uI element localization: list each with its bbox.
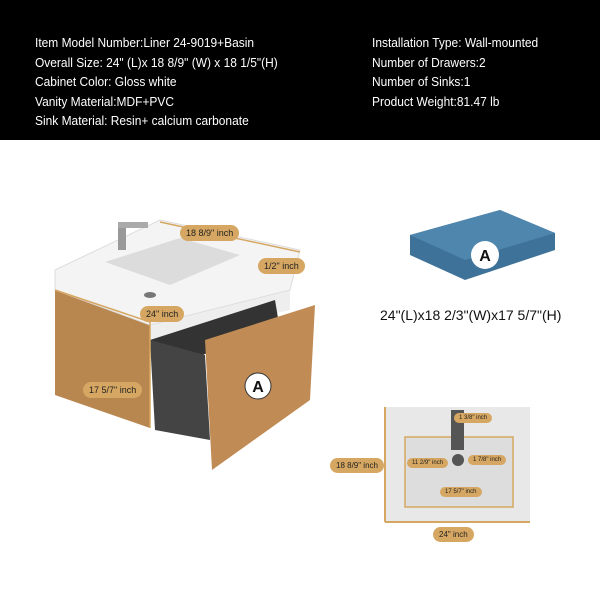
spec-weight: Product Weight:81.47 lb — [372, 93, 500, 109]
specs-header: Item Model Number:Liner 24-9019+Basin Ov… — [0, 0, 600, 140]
vanity-illustration: A — [54, 219, 315, 470]
spec-size: Overall Size: 24" (L)x 18 8/9" (W) x 18 … — [35, 54, 278, 70]
depth-label: 18 8/9" inch — [180, 225, 240, 241]
faucet-label: 1 3/8" inch — [454, 413, 493, 423]
spec-sinks: Number of Sinks:1 — [372, 74, 471, 89]
spec-drawers: Number of Drawers:2 — [372, 54, 486, 70]
top-width-label: 24" inch — [433, 527, 474, 542]
part-a-marker: A — [252, 379, 264, 396]
width-label: 24" inch — [140, 306, 185, 322]
part-a-dimensions: 24"(L)x18 2/3"(W)x17 5/7"(H) — [380, 307, 562, 323]
spec-sink-material: Sink Material: Resin+ calcium carbonate — [35, 113, 249, 128]
spec-material: Vanity Material:MDF+PVC — [35, 93, 175, 109]
part-a-illustration: A — [410, 210, 555, 280]
top-thickness-label: 1/2" inch — [258, 258, 305, 274]
top-depth-label: 18 8/9" inch — [330, 458, 384, 473]
part-a-letter: A — [479, 248, 491, 265]
top-view-illustration — [384, 407, 530, 523]
basin-depth-label: 11 2/9" inch — [407, 458, 449, 468]
basin-width-label: 17 5/7" inch — [440, 487, 482, 497]
specs-right: Installation Type: Wall-mounted Number o… — [372, 33, 553, 111]
spec-model: Item Model Number:Liner 24-9019+Basin — [35, 35, 255, 50]
spec-installation: Installation Type: Wall-mounted — [372, 35, 539, 50]
height-label: 17 5/7" inch — [83, 382, 143, 398]
drain-label: 1 7/8" inch — [468, 455, 507, 465]
specs-left: Item Model Number:Liner 24-9019+Basin Ov… — [35, 33, 299, 131]
spec-color: Cabinet Color: Gloss white — [35, 74, 177, 89]
